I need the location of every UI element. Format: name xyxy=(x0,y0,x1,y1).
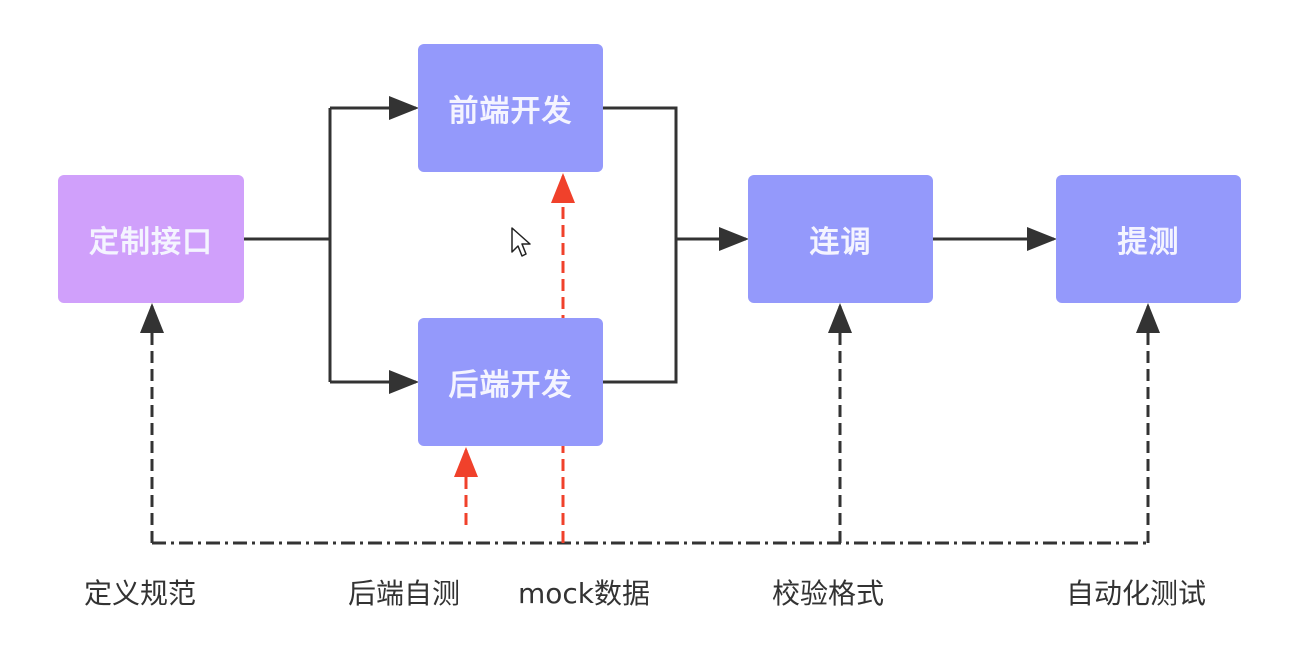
node-define-interface-label: 定制接口 xyxy=(89,225,213,260)
node-define-interface[interactable]: 定制接口 xyxy=(58,175,244,303)
node-submit-test[interactable]: 提测 xyxy=(1056,175,1241,303)
node-backend-dev-label: 后端开发 xyxy=(448,368,573,403)
label-automated-test: 自动化测试 xyxy=(1066,577,1207,610)
mouse-cursor-icon xyxy=(511,227,531,257)
node-frontend-dev[interactable]: 前端开发 xyxy=(418,44,603,172)
label-define-spec: 定义规范 xyxy=(84,577,197,610)
label-validate-format: 校验格式 xyxy=(772,577,885,610)
node-submit-test-label: 提测 xyxy=(1117,225,1180,260)
label-backend-selftest: 后端自测 xyxy=(348,577,461,610)
node-integration[interactable]: 连调 xyxy=(748,175,933,303)
label-mock-data: mock数据 xyxy=(518,577,651,610)
node-backend-dev[interactable]: 后端开发 xyxy=(418,318,603,446)
node-integration-label: 连调 xyxy=(809,225,872,260)
node-frontend-dev-label: 前端开发 xyxy=(448,94,573,129)
edge-frontend-merge xyxy=(603,106,678,384)
